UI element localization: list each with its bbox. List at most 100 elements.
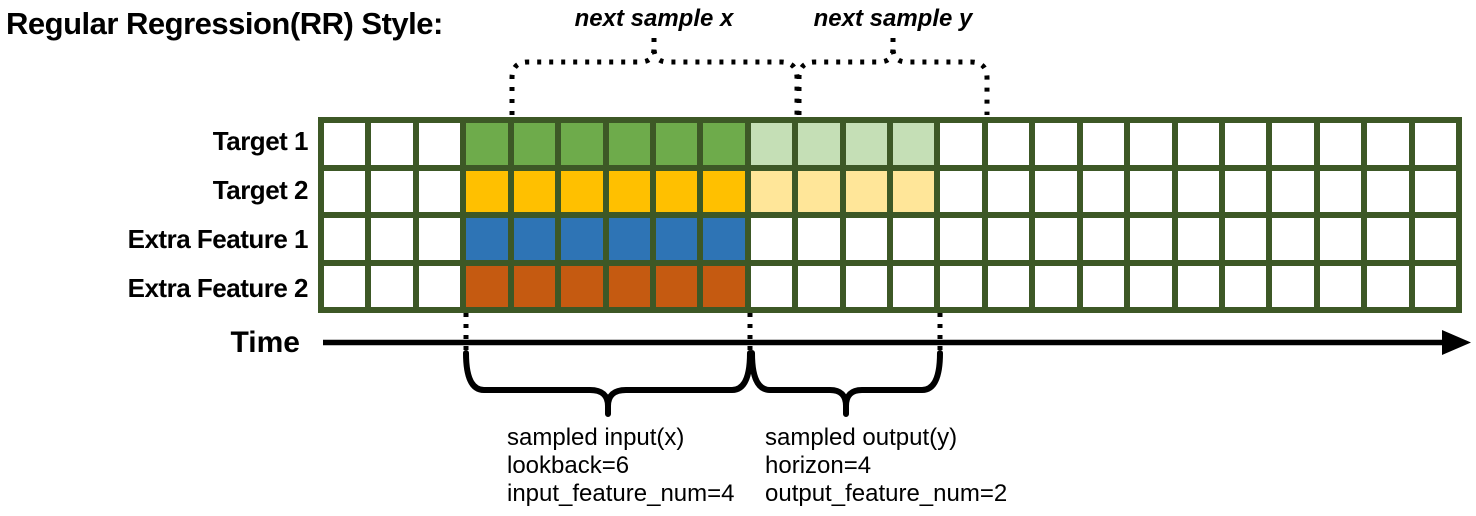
cell-row4-col17 bbox=[1082, 265, 1125, 307]
cell-row2-col19 bbox=[1177, 170, 1219, 212]
time-axis-label: Time bbox=[230, 326, 300, 359]
cell-row4-col12 bbox=[845, 265, 887, 307]
cell-row3-col22 bbox=[1319, 218, 1362, 260]
cell-row2-col22 bbox=[1319, 170, 1362, 212]
sampled-input-line-1: sampled input(x) bbox=[507, 424, 685, 451]
cell-row3-col24 bbox=[1414, 218, 1456, 260]
cell-row2-col14 bbox=[940, 170, 982, 212]
row-label-extra-feature-1: Extra Feature 1 bbox=[127, 224, 309, 254]
cell-row2-col4 bbox=[466, 170, 508, 212]
sampled-output-line-1: sampled output(y) bbox=[765, 424, 958, 451]
cell-row2-col20 bbox=[1224, 170, 1267, 212]
cell-row2-col18 bbox=[1130, 170, 1172, 212]
cell-row4-col9 bbox=[703, 265, 745, 307]
cell-row2-col13 bbox=[893, 170, 935, 212]
cell-row2-col17 bbox=[1082, 170, 1125, 212]
cell-row4-col19 bbox=[1177, 265, 1219, 307]
next-sample-y-label: next sample y bbox=[813, 5, 973, 32]
cell-row4-col24 bbox=[1414, 265, 1456, 307]
cell-row3-col7 bbox=[608, 218, 650, 260]
cell-row4-col4 bbox=[466, 265, 508, 307]
cell-row4-col21 bbox=[1272, 265, 1314, 307]
cell-row3-col1 bbox=[324, 218, 366, 260]
cell-row1-col9 bbox=[703, 123, 745, 165]
sampled-output-line-3: output_feature_num=2 bbox=[765, 480, 1008, 507]
cell-row2-col16 bbox=[1035, 170, 1077, 212]
cell-row4-col3 bbox=[418, 265, 461, 307]
cell-row2-col9 bbox=[703, 170, 745, 212]
cell-row3-col21 bbox=[1272, 218, 1314, 260]
cell-row1-col23 bbox=[1367, 123, 1409, 165]
cell-row3-col8 bbox=[655, 218, 698, 260]
cell-row3-col9 bbox=[703, 218, 745, 260]
cell-row1-col8 bbox=[655, 123, 698, 165]
cell-row3-col18 bbox=[1130, 218, 1172, 260]
cell-row1-col2 bbox=[371, 123, 413, 165]
cell-row2-col3 bbox=[418, 170, 461, 212]
cell-row1-col7 bbox=[608, 123, 650, 165]
cell-row1-col10 bbox=[750, 123, 793, 165]
cell-row1-col22 bbox=[1319, 123, 1362, 165]
cell-row4-col16 bbox=[1035, 265, 1077, 307]
cell-row3-col6 bbox=[561, 218, 603, 260]
cell-row4-col8 bbox=[655, 265, 698, 307]
cell-row3-col23 bbox=[1367, 218, 1409, 260]
cell-row3-col2 bbox=[371, 218, 413, 260]
cell-row4-col22 bbox=[1319, 265, 1362, 307]
cell-row3-col12 bbox=[845, 218, 887, 260]
cell-row1-col1 bbox=[324, 123, 366, 165]
cell-row4-col11 bbox=[798, 265, 840, 307]
cell-row3-col3 bbox=[418, 218, 461, 260]
cell-row1-col6 bbox=[561, 123, 603, 165]
sampled-input-caption: sampled input(x) lookback=6 input_featur… bbox=[507, 424, 735, 508]
sampled-output-caption: sampled output(y) horizon=4 output_featu… bbox=[765, 424, 1007, 508]
cell-row3-col5 bbox=[513, 218, 556, 260]
cell-row4-col10 bbox=[750, 265, 793, 307]
cell-row4-col13 bbox=[893, 265, 935, 307]
cell-row3-col4 bbox=[466, 218, 508, 260]
cell-row3-col17 bbox=[1082, 218, 1125, 260]
cell-row4-col1 bbox=[324, 265, 366, 307]
cell-row4-col15 bbox=[987, 265, 1030, 307]
cell-row2-col1 bbox=[324, 170, 366, 212]
figure-title: Regular Regression(RR) Style: bbox=[6, 6, 443, 41]
sampled-input-brace bbox=[463, 350, 753, 417]
cell-row4-col14 bbox=[940, 265, 982, 307]
next-sample-y-brace bbox=[796, 38, 990, 115]
cell-row3-col20 bbox=[1224, 218, 1267, 260]
cell-row1-col4 bbox=[466, 123, 508, 165]
cell-row4-col18 bbox=[1130, 265, 1172, 307]
cell-row1-col21 bbox=[1272, 123, 1314, 165]
cell-row2-col7 bbox=[608, 170, 650, 212]
cell-row2-col6 bbox=[561, 170, 603, 212]
cell-row3-col19 bbox=[1177, 218, 1219, 260]
cell-row2-col21 bbox=[1272, 170, 1314, 212]
sampled-input-line-3: input_feature_num=4 bbox=[507, 480, 735, 507]
cell-row2-col2 bbox=[371, 170, 413, 212]
cell-row1-col14 bbox=[940, 123, 982, 165]
cell-row1-col18 bbox=[1130, 123, 1172, 165]
cell-row1-col5 bbox=[513, 123, 556, 165]
cell-row4-col23 bbox=[1367, 265, 1409, 307]
sampled-output-brace bbox=[749, 350, 943, 417]
time-axis-arrowhead bbox=[1442, 330, 1471, 355]
cell-row1-col20 bbox=[1224, 123, 1267, 165]
cell-row2-col11 bbox=[798, 170, 840, 212]
row-label-target-2: Target 2 bbox=[212, 175, 309, 205]
cell-row2-col23 bbox=[1367, 170, 1409, 212]
cell-row3-col13 bbox=[893, 218, 935, 260]
cell-row1-col17 bbox=[1082, 123, 1125, 165]
cell-row1-col3 bbox=[418, 123, 461, 165]
cell-row3-col14 bbox=[940, 218, 982, 260]
cell-row2-col12 bbox=[845, 170, 887, 212]
grid bbox=[318, 117, 1462, 313]
cell-row1-col24 bbox=[1414, 123, 1456, 165]
next-sample-x-brace bbox=[509, 38, 800, 115]
row-label-extra-feature-2: Extra Feature 2 bbox=[127, 273, 309, 303]
sampled-output-line-2: horizon=4 bbox=[765, 452, 872, 479]
cell-row2-col8 bbox=[655, 170, 698, 212]
cell-row4-col20 bbox=[1224, 265, 1267, 307]
cell-row2-col24 bbox=[1414, 170, 1456, 212]
cell-row4-col5 bbox=[513, 265, 556, 307]
